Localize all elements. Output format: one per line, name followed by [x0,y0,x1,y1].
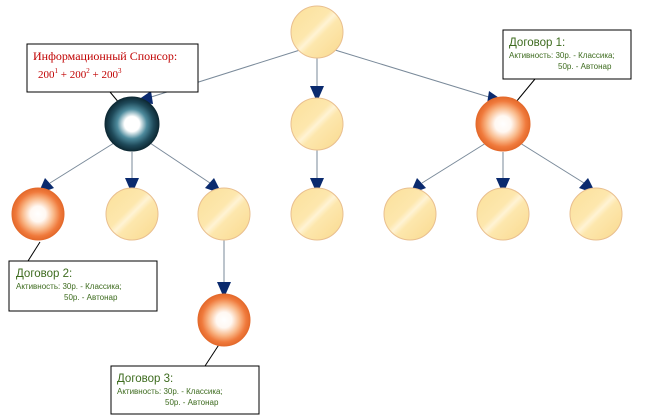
leader-contract2 [27,241,41,262]
node-root[interactable] [290,5,344,59]
node-sponsor[interactable] [104,96,160,152]
edge-c1-right [519,142,585,184]
node-l2-b[interactable] [105,187,159,241]
callout-contract3: Договор 3: Активность: 30р. - Классика; … [110,365,260,415]
node-l2-g[interactable] [569,187,623,241]
node-contract1[interactable] [475,96,531,152]
callout-contract2-box [8,260,158,312]
edge-sponsor-contract2 [49,142,115,184]
callout-contract3-line1: Активность: 30р. - Классика; [117,387,223,396]
callout-contract2-line1: Активность: 30р. - Классика; [16,282,122,291]
arrow-to-mid [310,86,324,102]
callout-contract2-line2: 50р. - Автонар [64,293,118,302]
edge-root-contract1 [334,49,493,99]
node-l2-c[interactable] [197,187,251,241]
callout-contract1-title: Договор 1: [509,37,565,49]
node-l2-d[interactable] [290,187,344,241]
callout-contract1: Договор 1: Активность: 30р. - Классика; … [502,29,632,80]
callout-sponsor: Информационный Спонсор: 2001 + 2002 + 20… [26,43,199,93]
nodes [11,5,623,347]
edge-sponsor-right [149,142,211,184]
node-contract2[interactable] [11,187,65,241]
leader-contract1 [515,78,536,103]
arrow-to-mid-child [310,178,324,194]
callout-contract1-line1: Активность: 30р. - Классика; [509,51,615,60]
callout-contract2: Договор 2: Активность: 30р. - Классика; … [8,260,158,312]
node-l2-e[interactable] [383,187,437,241]
node-mid[interactable] [290,97,344,151]
edge-c1-left [421,142,487,184]
callout-sponsor-formula: 2001 + 2002 + 2003 [38,67,122,81]
callout-contract1-line2: 50р. - Автонар [558,62,612,71]
node-l2-f[interactable] [476,187,530,241]
arrow-to-c1-mid [496,178,510,194]
callout-contract3-title: Договор 3: [117,373,173,385]
callout-sponsor-box [26,43,199,93]
arrow-to-sponsor-mid [125,178,139,194]
node-contract3[interactable] [197,293,251,347]
callout-contract2-title: Договор 2: [16,268,72,280]
callout-contract1-box [502,29,632,80]
callout-contract3-box [110,365,260,415]
callout-sponsor-title: Информационный Спонсор: [33,49,177,63]
callout-leaders [27,78,536,367]
arrow-to-contract3 [217,282,231,298]
callout-contract3-line2: 50р. - Автонар [165,398,219,407]
